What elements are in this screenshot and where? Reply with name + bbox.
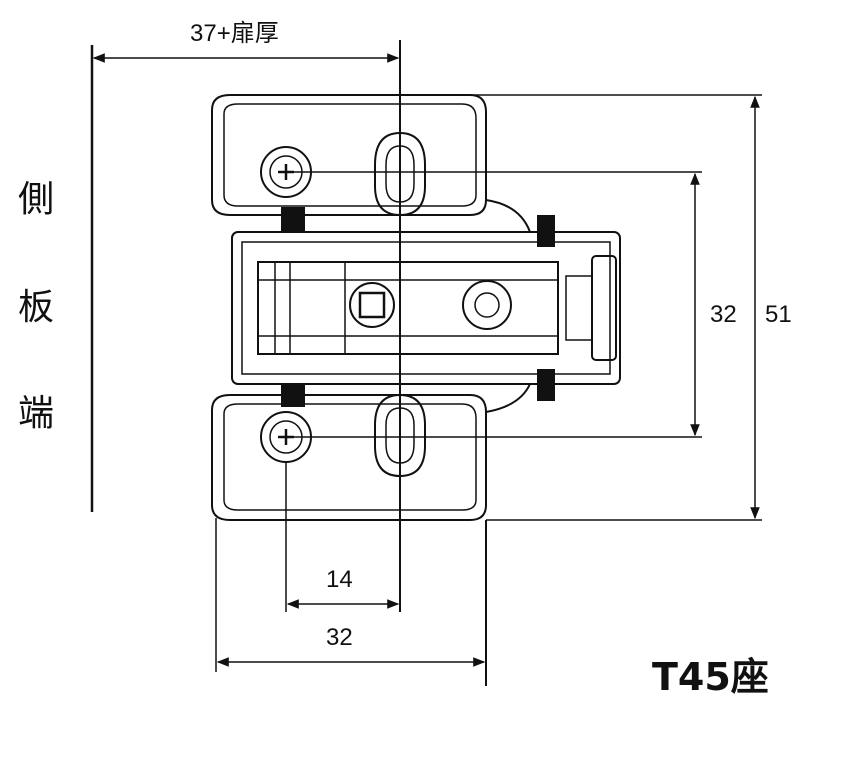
dim-32-bottom-label: 32 [326,624,353,651]
adjust-screw-right [462,280,512,330]
side-label-char-1: 側 [18,179,55,220]
upper-slot-inner [385,145,415,203]
center-channel [257,261,559,355]
right-end-cap [591,255,617,361]
adjust-screw-left [349,282,395,328]
dim-51-label: 51 [765,301,792,328]
tab-upper-right [537,215,555,247]
hinge-plate [211,94,621,521]
upper-slot-outer [374,131,426,217]
side-label-char-2: 板 [18,287,55,328]
center-body-outline [231,231,621,385]
side-label-char-3: 端 [18,393,55,434]
dimension-lines [90,45,762,686]
dim-32-vertical-label: 32 [710,301,737,328]
lower-wing-outline [211,394,487,521]
model-label: T45座 [652,655,769,699]
dim-14-label: 14 [326,566,353,593]
lower-slot-inner [385,407,415,464]
tab-lower-right [537,369,555,401]
center-body-inner [241,241,611,375]
tab-lower-left [281,383,305,407]
upper-wing-outline [211,94,487,216]
lower-wing-inner [223,403,477,511]
lower-slot-outer [374,393,426,478]
top-dimension-label: 37+扉厚 [190,20,279,47]
tab-upper-left [281,207,305,231]
upper-wing-inner [223,103,477,207]
